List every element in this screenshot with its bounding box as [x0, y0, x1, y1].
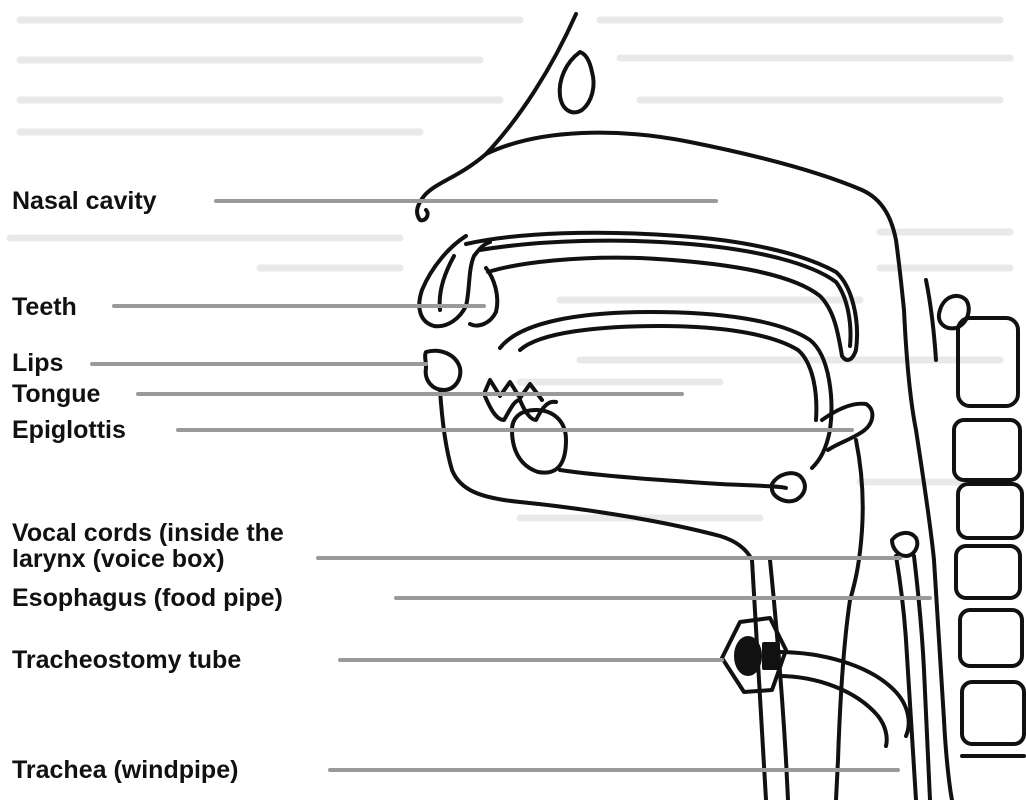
label-nasal-cavity: Nasal cavity — [12, 188, 157, 214]
lower-lip — [425, 351, 460, 390]
label-trachea: Trachea (windpipe) — [12, 757, 238, 783]
trach-tube-opening — [736, 638, 760, 674]
pharynx-wall — [836, 440, 863, 800]
label-teeth: Teeth — [12, 294, 77, 320]
label-tracheostomy-tube: Tracheostomy tube — [12, 647, 241, 673]
face-profile-outline — [417, 14, 576, 220]
label-esophagus: Esophagus (food pipe) — [12, 585, 283, 611]
label-epiglottis: Epiglottis — [12, 417, 126, 443]
label-tongue: Tongue — [12, 381, 100, 407]
label-vocal-cords-line1: Vocal cords (inside the — [12, 520, 284, 546]
larynx — [892, 533, 917, 556]
upper-teeth — [419, 236, 490, 326]
label-vocal-cords-line2: larynx (voice box) — [12, 546, 225, 572]
palate — [466, 233, 857, 360]
jaw — [440, 390, 766, 800]
sinus-outline — [560, 52, 594, 112]
mouth-floor — [512, 410, 566, 473]
label-lips: Lips — [12, 350, 63, 376]
